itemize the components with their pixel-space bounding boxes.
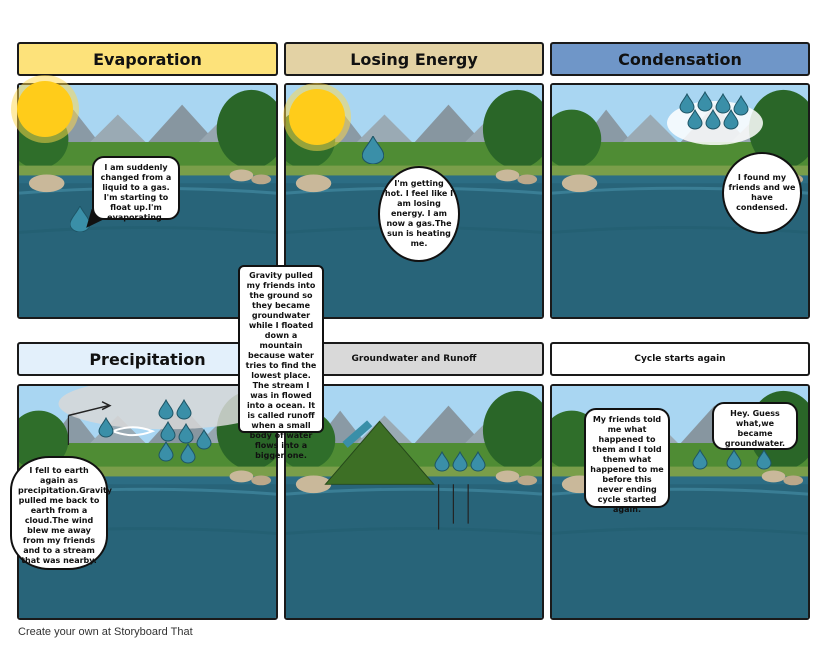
panel-losing-energy [284,83,544,319]
panel-title-groundwater-runoff: Groundwater and Runoff [284,342,544,376]
panel-title-evaporation: Evaporation [17,42,278,76]
water-drops-icon [98,398,212,464]
panel-title-cycle-starts-again: Cycle starts again [550,342,810,376]
panel-title-losing-energy: Losing Energy [284,42,544,76]
panel-condensation [550,83,810,319]
water-drops-icon [434,450,486,472]
water-drop-icon [70,206,90,232]
panel-title-precipitation: Precipitation [17,342,278,376]
panel-title-condensation: Condensation [550,42,810,76]
speech-bubble-condensation: I found my friends and we have condensed… [722,152,802,234]
panel-cycle-starts-again [550,384,810,620]
speech-bubble-groundwater-runoff: Gravity pulled my friends into the groun… [238,265,324,460]
panel-evaporation [17,83,278,319]
sun-icon [11,75,79,143]
water-drop-icon [362,136,384,164]
panel-groundwater-runoff [284,384,544,620]
speech-bubble-precipitation: I fell to earth again as precipitation.G… [10,456,112,570]
cloud-drops-icon [667,90,763,145]
speech-bubble-evaporation: I am suddenly changed from a liquid to a… [92,156,180,222]
speech-bubble-cycle-starts-again: My friends told me what happened to them… [584,408,670,514]
sun-icon [283,83,351,151]
speech-bubble-groundwater-reply: Hey. Guess what,we became groundwater. [712,402,798,450]
speech-bubble-losing-energy: I'm getting hot. I feel like I am losing… [378,166,460,262]
water-drops-icon [692,448,772,470]
footer-credit[interactable]: Create your own at Storyboard That [18,626,193,638]
